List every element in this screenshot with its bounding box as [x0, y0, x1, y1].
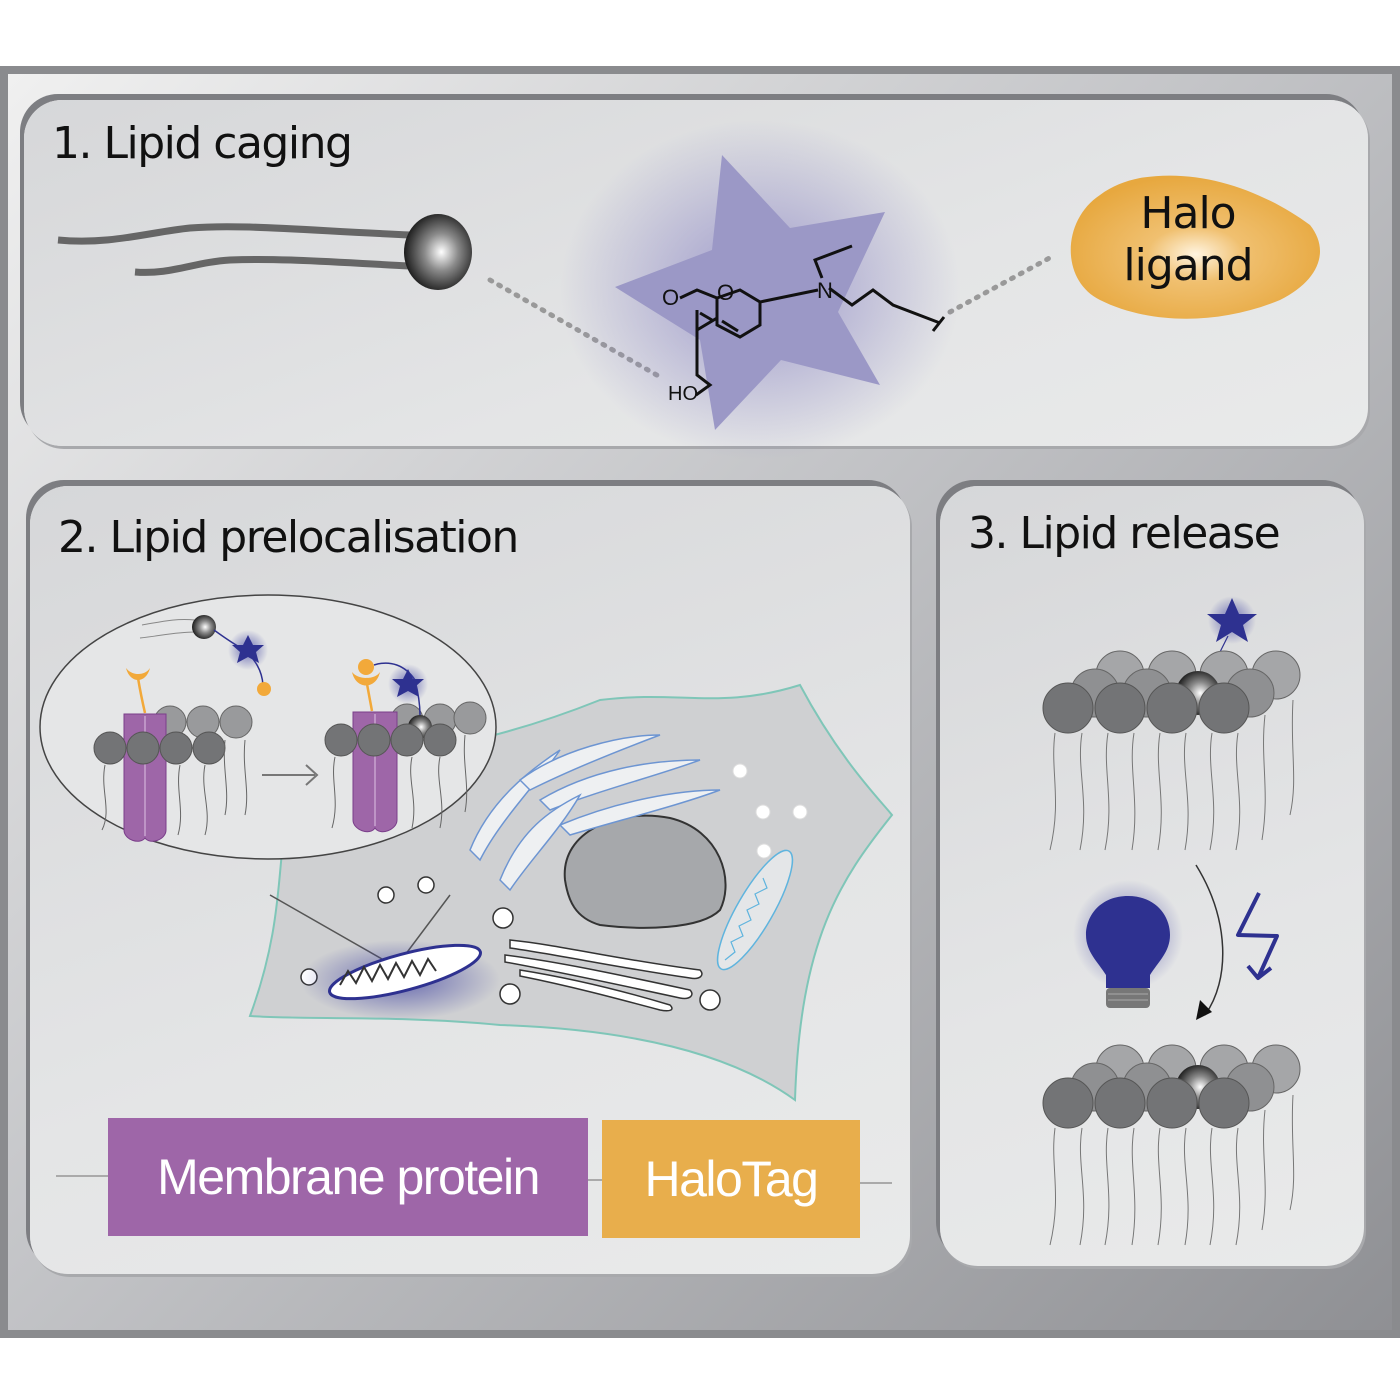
membrane-protein-box: Membrane protein: [108, 1118, 588, 1236]
halotag-label: HaloTag: [644, 1151, 819, 1207]
panel-title-prelocalisation: 2. Lipid prelocalisation: [58, 512, 519, 563]
halotag-box: HaloTag: [602, 1120, 860, 1238]
halo-ligand-line2: ligand: [1123, 240, 1253, 291]
panel-lipid-release: [940, 486, 1364, 1266]
arrowhead-icon: [1196, 1000, 1212, 1020]
fluorophore-star-icon: [1207, 598, 1257, 642]
halo-ligand-line1: Halo: [1140, 188, 1236, 239]
lightbulb-icon: [1073, 880, 1183, 1008]
hydroxyl-label: HO: [668, 383, 698, 405]
caged-bilayer: [1042, 596, 1301, 851]
membrane-zoom-bubble: [39, 594, 497, 860]
carbonyl-o-label: O: [662, 285, 679, 310]
fluorophore-star-icon: [232, 635, 264, 663]
released-bilayer: [1042, 1044, 1301, 1246]
coumarin-cage-icon: O O N HO: [560, 120, 960, 460]
ring-o-label: O: [717, 280, 734, 305]
lipid-icon: [57, 214, 472, 290]
lightning-icon: [1236, 892, 1279, 980]
amine-n-label: N: [817, 278, 833, 303]
membrane-protein-label: Membrane protein: [157, 1149, 540, 1205]
panel-title-release: 3. Lipid release: [968, 508, 1281, 559]
halo-ligand-icon: [1070, 175, 1320, 319]
panel-title-caging: 1. Lipid caging: [52, 118, 353, 169]
halo-ligand-label: Halo ligand: [1108, 188, 1268, 292]
reaction-arrow: [1195, 864, 1224, 1016]
linker-right: [947, 252, 1058, 315]
